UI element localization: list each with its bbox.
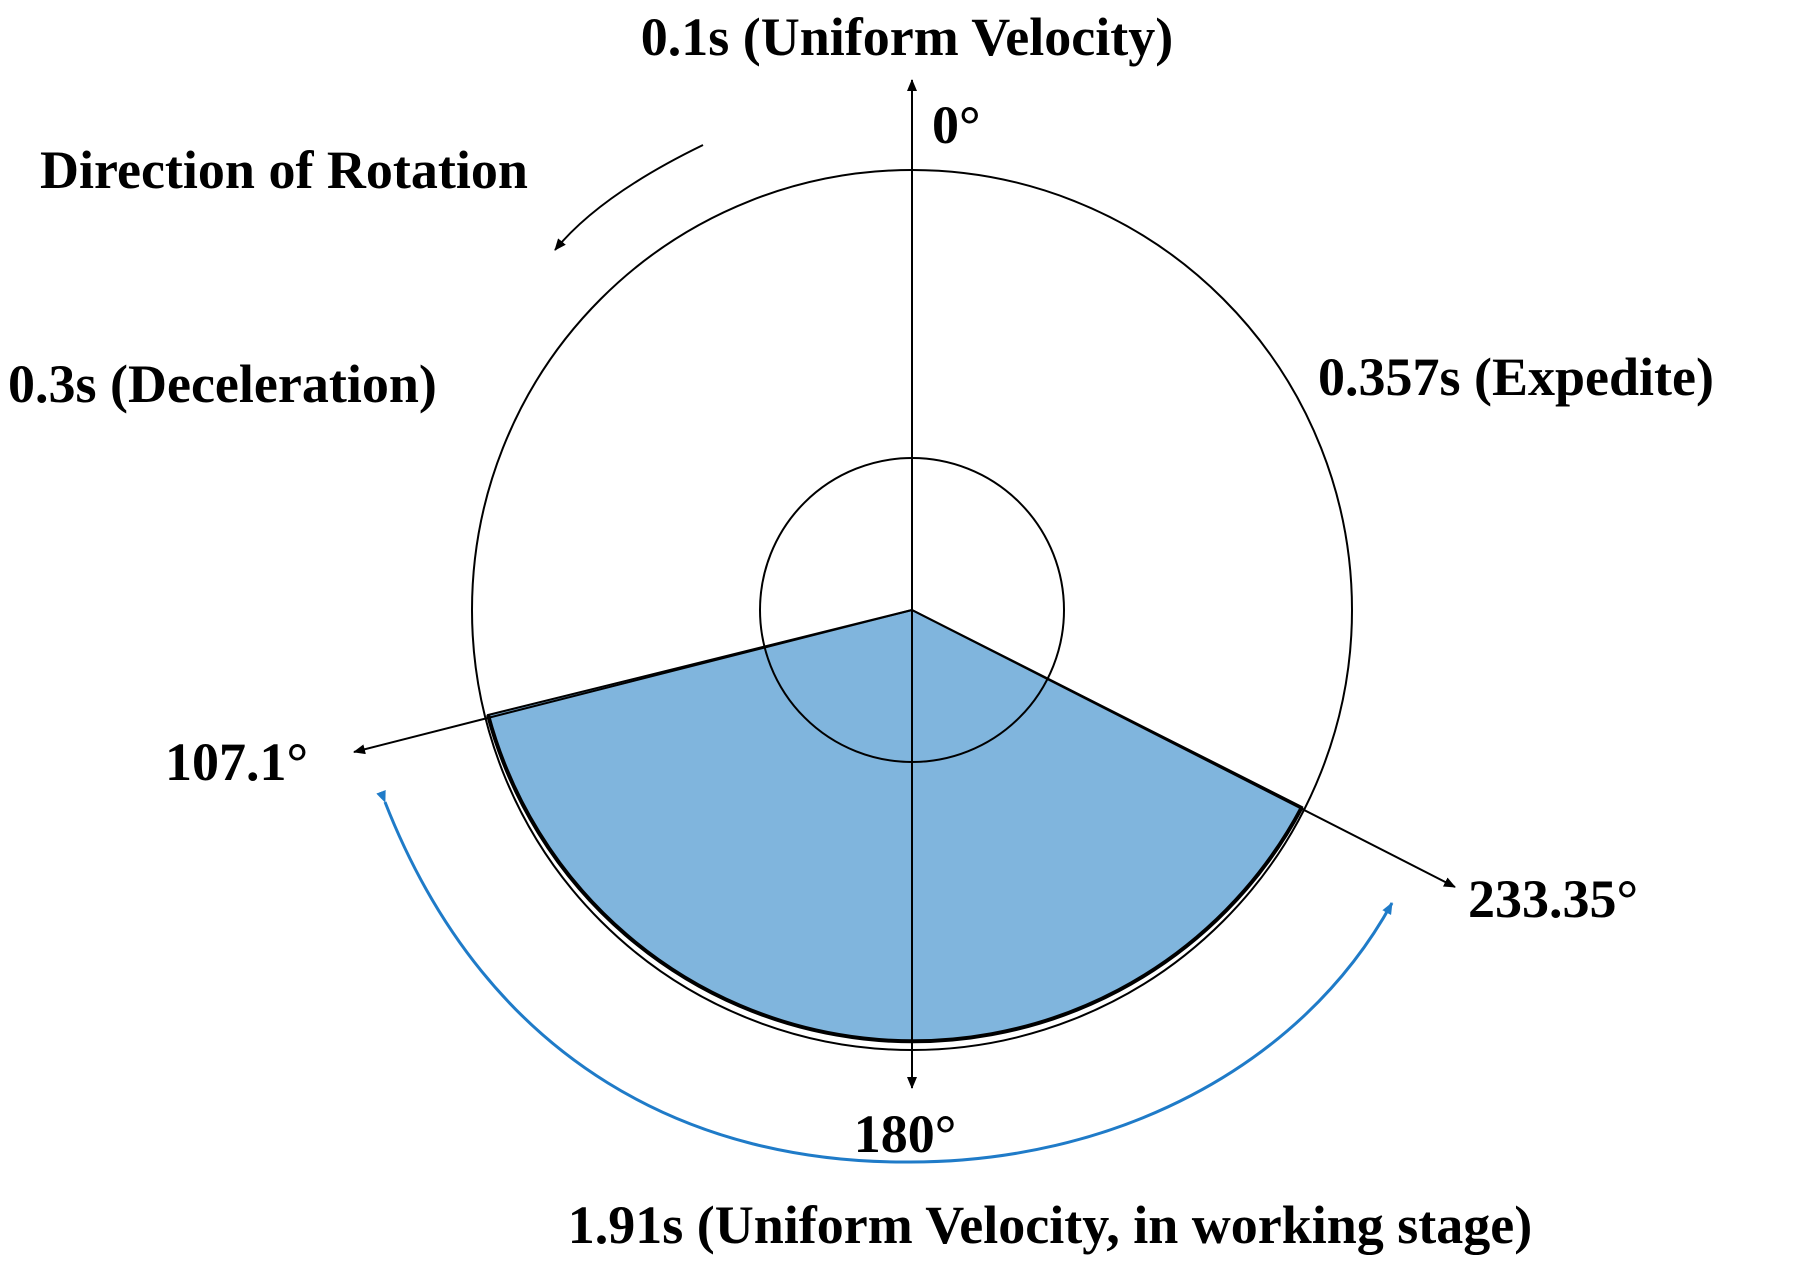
angle-107-label: 107.1° xyxy=(165,732,308,792)
top-phase-label: 0.1s (Uniform Velocity) xyxy=(641,7,1173,67)
working-stage-sector xyxy=(486,608,1304,1043)
angle-0-label: 0° xyxy=(932,95,981,155)
bottom-phase-label: 1.91s (Uniform Velocity, in working stag… xyxy=(568,1195,1533,1255)
rotation-direction-arrow xyxy=(554,144,704,251)
axis-107-arrow xyxy=(353,609,913,755)
right-phase-label: 0.357s (Expedite) xyxy=(1318,347,1714,407)
angle-233-label: 233.35° xyxy=(1468,869,1638,929)
angle-180-label: 180° xyxy=(854,1104,957,1164)
direction-label: Direction of Rotation xyxy=(40,140,528,200)
working-stage-arrow xyxy=(376,789,1394,1164)
left-phase-label: 0.3s (Deceleration) xyxy=(8,354,437,414)
